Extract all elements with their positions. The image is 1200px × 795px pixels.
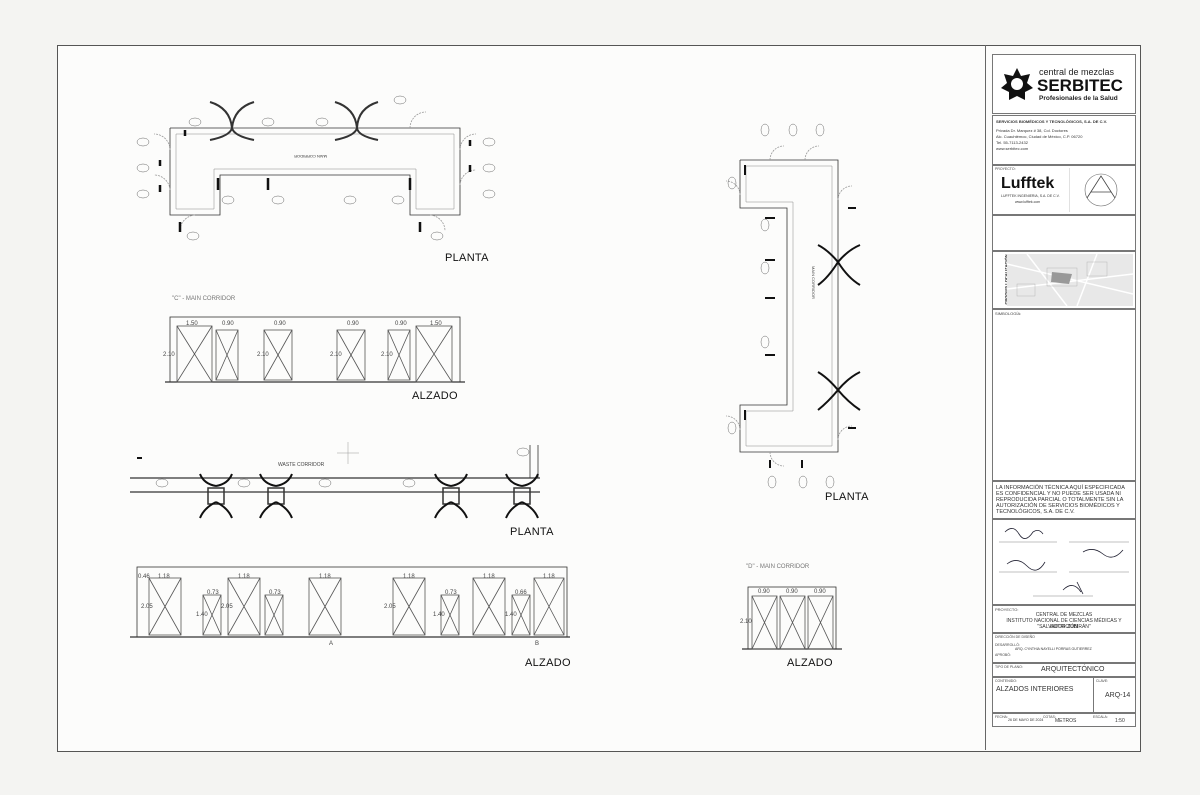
corridor-label-d: "D" - MAIN CORRIDOR	[746, 564, 810, 570]
drawing-sheet	[57, 45, 1141, 752]
partner-logo: Lufftek	[1001, 175, 1055, 192]
compass-logo-icon	[1069, 168, 1118, 212]
plan-2	[130, 442, 540, 519]
title-block: central de mezclas SERBITEC Profesionale…	[985, 45, 1140, 750]
corridor-label-waste: WASTE CORRIDOR	[278, 462, 325, 468]
plan-type-box: TIPO DE PLANO: ARQUITECTÓNICO	[992, 663, 1136, 677]
signatures-box	[992, 519, 1136, 605]
elevation-2	[130, 566, 570, 638]
project-box: PROYECTO: CENTRAL DE MEZCLAS INSTITUTO N…	[992, 605, 1136, 633]
view-title-planta-2: PLANTA	[510, 526, 554, 538]
disclaimer-box: LA INFORMACIÓN TÉCNICA AQUÍ ESPECIFICADA…	[992, 481, 1136, 519]
date-box: FECHA: 26 DE MAYO DE 2024 COTAS: METROS …	[992, 713, 1136, 727]
architectural-drawing: MAIN CORRIDOR	[130, 95, 861, 650]
corridor-label-main: MAIN CORRIDOR	[810, 266, 816, 299]
serbitec-logo-icon	[1001, 68, 1033, 100]
plan-3	[725, 123, 861, 489]
brand-main: SERBITEC	[1037, 76, 1123, 95]
location-box: CROQUIS LOCALIZACIÓN	[992, 251, 1136, 309]
elevation-1	[165, 316, 465, 383]
elevation-3	[742, 586, 842, 650]
blank-box	[992, 215, 1136, 251]
corridor-label-c: "C" - MAIN CORRIDOR	[172, 296, 236, 302]
brand-sub: Profesionales de la Salud	[1039, 95, 1118, 102]
partner-box: PROYECTO: Lufftek LUFFTEK INGENIERIA, S.…	[992, 165, 1136, 215]
view-title-planta-1: PLANTA	[445, 252, 489, 264]
view-title-planta-3: PLANTA	[825, 491, 869, 503]
view-title-alzado-1: ALZADO	[412, 390, 458, 402]
svg-text:MAIN CORRIDOR: MAIN CORRIDOR	[294, 154, 327, 159]
signatures-icon	[999, 528, 1129, 597]
brand-box: central de mezclas SERBITEC Profesionale…	[992, 54, 1136, 114]
brand-top: central de mezclas	[1039, 67, 1115, 77]
content-box: CONTENIDO: ALZADOS INTERIORES CLAVE: ARQ…	[992, 677, 1136, 713]
location-map-icon	[1007, 254, 1133, 306]
plan-1: MAIN CORRIDOR	[136, 95, 496, 241]
symbology-box: SIMBOLOGÍA:	[992, 309, 1136, 481]
direction-box: DIRECCIÓN DE DISEÑO DESARROLLÓ: ARQ. CYN…	[992, 633, 1136, 663]
view-title-alzado-2: ALZADO	[525, 657, 571, 669]
view-title-alzado-3: ALZADO	[787, 657, 833, 669]
company-box: SERVICIOS BIOMÉDICOS Y TECNOLÓGICOS, S.A…	[992, 115, 1136, 165]
